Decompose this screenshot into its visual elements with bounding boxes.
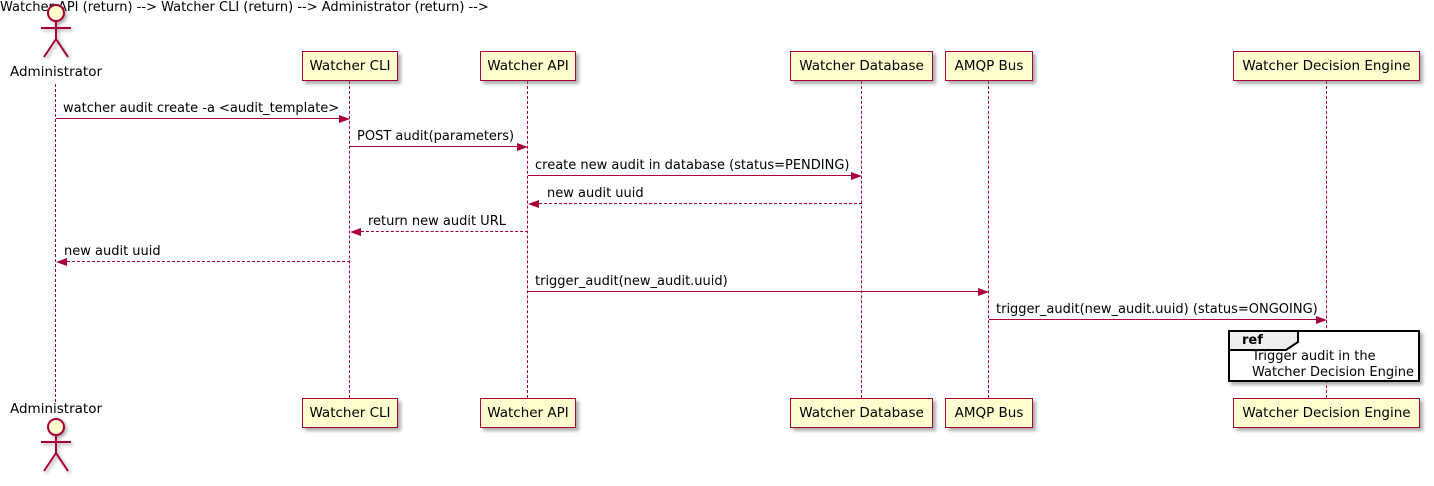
- ref-fragment: ref Trigger audit in the Watcher Decisio…: [1228, 330, 1420, 382]
- lifeline-watcher-database: [861, 81, 862, 398]
- lifeline-watcher-decision-engine: [1326, 81, 1327, 398]
- message-5-arrowhead-icon: [350, 228, 361, 236]
- lifeline-administrator: [55, 84, 56, 402]
- message-7-line: [528, 291, 978, 292]
- message-3-arrowhead-icon: [851, 172, 862, 180]
- participant-watcher-cli-bottom: Watcher CLI: [302, 398, 398, 428]
- participant-amqp-bus-top: AMQP Bus: [945, 51, 1033, 81]
- message-4-arrowhead-icon: [528, 200, 539, 208]
- message-3-line: [528, 175, 851, 176]
- message-4-line: [539, 203, 862, 204]
- message-7-label: trigger_audit(new_audit.uuid): [535, 274, 728, 289]
- message-6-arrowhead-icon: [56, 258, 67, 266]
- message-2-label: POST audit(parameters): [357, 129, 515, 144]
- ref-text-line-1: Trigger audit in the: [1252, 349, 1376, 364]
- message-8-arrowhead-icon: [1316, 316, 1327, 324]
- message-3-label: create new audit in database (status=PEN…: [535, 158, 850, 173]
- message-2-arrowhead-icon: [517, 143, 528, 151]
- message-5-line: [361, 231, 528, 232]
- participant-watcher-decision-engine-top: Watcher Decision Engine: [1233, 51, 1420, 81]
- ref-text-line-2: Watcher Decision Engine: [1252, 365, 1414, 380]
- message-4-label: new audit uuid: [547, 186, 644, 201]
- message-8-label: trigger_audit(new_audit.uuid) (status=ON…: [996, 302, 1318, 317]
- lifeline-watcher-cli: [349, 81, 350, 398]
- participant-amqp-bus-bottom: AMQP Bus: [945, 398, 1033, 428]
- lifeline-watcher-api: [527, 81, 528, 398]
- ref-keyword: ref: [1242, 333, 1263, 348]
- participant-watcher-api-top: Watcher API: [480, 51, 576, 81]
- message-8-line: [989, 319, 1316, 320]
- message-1-arrowhead-icon: [339, 115, 350, 123]
- participant-watcher-cli-top: Watcher CLI: [302, 51, 398, 81]
- lifeline-amqp-bus: [988, 81, 989, 398]
- message-5-label: return new audit URL: [368, 214, 506, 229]
- message-7-arrowhead-icon: [978, 288, 989, 296]
- actor-icon-bottom: [41, 418, 71, 472]
- participant-watcher-database-bottom: Watcher Database: [790, 398, 933, 428]
- actor-icon: [41, 4, 71, 58]
- actor-label-top: Administrator: [9, 64, 103, 80]
- participant-watcher-api-bottom: Watcher API: [480, 398, 576, 428]
- message-6-line: [67, 261, 350, 262]
- participant-watcher-database-top: Watcher Database: [790, 51, 933, 81]
- message-6-label: new audit uuid: [64, 244, 161, 259]
- participant-watcher-decision-engine-bottom: Watcher Decision Engine: [1233, 398, 1420, 428]
- message-1-label: watcher audit create -a <audit_template>: [63, 101, 340, 116]
- message-1-line: [56, 118, 339, 119]
- actor-label-bottom: Administrator: [9, 401, 103, 417]
- message-2-line: [350, 146, 517, 147]
- ref-header-pentagon: [1228, 330, 1299, 351]
